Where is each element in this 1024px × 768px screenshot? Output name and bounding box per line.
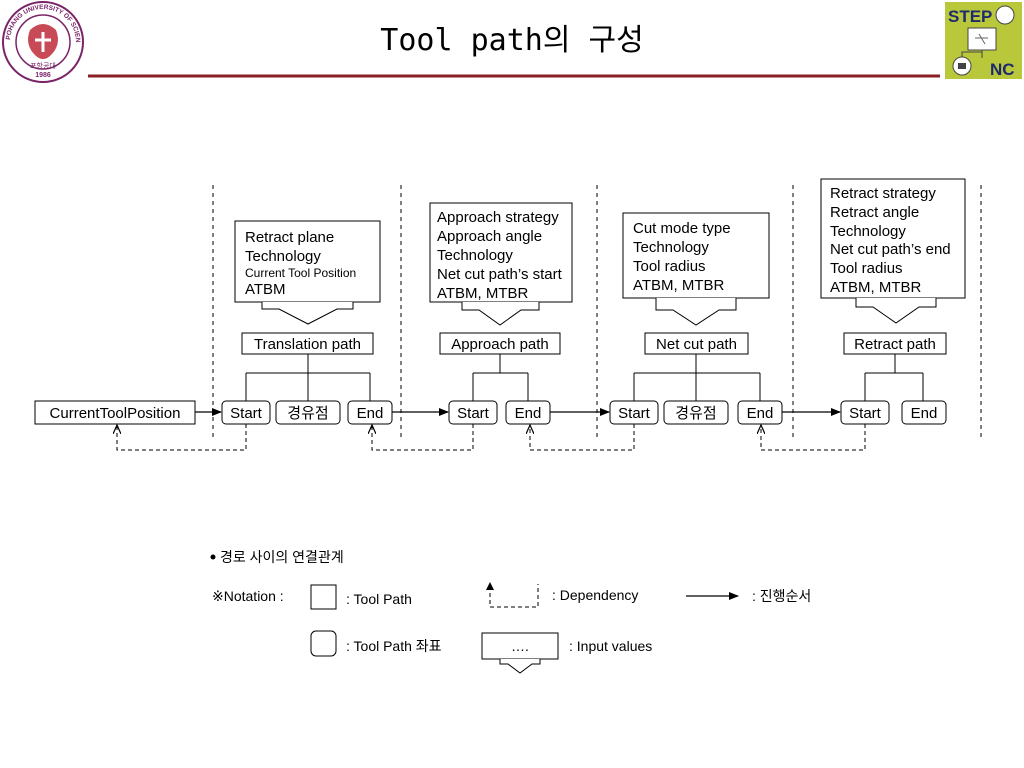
svg-text:Approach strategy: Approach strategy xyxy=(437,209,559,226)
svg-text:End: End xyxy=(357,405,384,422)
legend-heading: 경로 사이의 연결관계 xyxy=(220,549,344,565)
svg-text:End: End xyxy=(515,405,542,422)
svg-text:Retract plane: Retract plane xyxy=(245,229,334,246)
svg-text:포항공대: 포항공대 xyxy=(30,61,56,70)
node-end-net-cut: End xyxy=(737,400,783,425)
path-box-net-cut: Net cut path xyxy=(644,332,749,355)
node-start-translation: Start xyxy=(221,400,271,425)
path-box-translation: Translation path xyxy=(241,332,374,355)
svg-text:Retract path: Retract path xyxy=(854,336,936,353)
svg-text:Start: Start xyxy=(230,405,263,422)
svg-text:Tool radius: Tool radius xyxy=(830,260,903,277)
svg-text:Cut mode type: Cut mode type xyxy=(633,220,731,237)
input-box-translation: Retract plane Technology Current Tool Po… xyxy=(234,220,381,325)
svg-text:Retract angle: Retract angle xyxy=(830,204,919,221)
svg-text:Translation path: Translation path xyxy=(254,336,361,353)
svg-text:CurrentToolPosition: CurrentToolPosition xyxy=(50,405,181,422)
input-values-symbol xyxy=(481,632,559,660)
svg-text:ATBM, MTBR: ATBM, MTBR xyxy=(830,279,922,296)
svg-text:ATBM, MTBR: ATBM, MTBR xyxy=(633,277,725,294)
svg-text:Net cut path’s start: Net cut path’s start xyxy=(437,266,563,283)
svg-text:….: …. xyxy=(511,638,529,654)
input-box-net-cut: Cut mode type Technology Tool radius ATB… xyxy=(622,212,770,326)
node-via-net-cut: 경유점 xyxy=(663,400,729,425)
notation-label: ※Notation : xyxy=(212,588,284,604)
svg-text:Net cut path: Net cut path xyxy=(656,336,737,353)
node-start-net-cut: Start xyxy=(609,400,659,425)
tree-connectors xyxy=(245,354,924,402)
tool-path-symbol xyxy=(310,584,337,610)
svg-text:Approach angle: Approach angle xyxy=(437,228,542,245)
step-nc-logo: STEP NC xyxy=(945,2,1022,79)
node-start-retract: Start xyxy=(840,400,890,425)
svg-text:End: End xyxy=(911,405,938,422)
svg-text:Net cut path’s end: Net cut path’s end xyxy=(830,241,951,258)
dependency-arrows xyxy=(117,424,866,451)
current-tool-position-box: CurrentToolPosition xyxy=(34,400,196,425)
svg-text:Technology: Technology xyxy=(830,223,906,240)
legend: 경로 사이의 연결관계 ※Notation : : Tool Path : De… xyxy=(210,549,811,674)
svg-text:Technology: Technology xyxy=(437,247,513,264)
page-title: Tool path의 구성 xyxy=(380,23,643,58)
svg-text:: Input values: : Input values xyxy=(569,638,652,654)
svg-text:Start: Start xyxy=(618,405,651,422)
svg-text:Start: Start xyxy=(457,405,490,422)
svg-text:Technology: Technology xyxy=(633,239,709,256)
node-via-translation: 경유점 xyxy=(275,400,341,425)
bullet-icon xyxy=(210,554,216,560)
svg-text:ATBM, MTBR: ATBM, MTBR xyxy=(437,285,529,302)
svg-text:ATBM: ATBM xyxy=(245,281,286,298)
tool-path-coord-symbol xyxy=(310,630,337,657)
svg-text:경유점: 경유점 xyxy=(287,405,328,422)
university-logo: POHANG UNIVERSITY OF SCIENCE AND TECHNOL… xyxy=(0,0,84,83)
section-separators xyxy=(212,185,982,437)
svg-text:: Tool Path 좌표: : Tool Path 좌표 xyxy=(346,638,442,654)
node-end-retract: End xyxy=(901,400,947,425)
svg-text:: Tool Path: : Tool Path xyxy=(346,591,412,607)
svg-text:End: End xyxy=(747,405,774,422)
svg-text:Approach path: Approach path xyxy=(451,336,549,353)
svg-text:STEP: STEP xyxy=(948,7,992,26)
svg-text:Retract strategy: Retract strategy xyxy=(830,185,936,202)
svg-text:경유점: 경유점 xyxy=(675,405,716,422)
svg-text:Start: Start xyxy=(849,405,882,422)
node-start-approach: Start xyxy=(448,400,498,425)
svg-text:NC: NC xyxy=(990,60,1015,79)
input-box-approach: Approach strategy Approach angle Technol… xyxy=(429,202,573,326)
path-box-approach: Approach path xyxy=(439,332,561,355)
svg-text:: 진행순서: : 진행순서 xyxy=(752,588,811,604)
svg-text:Current Tool Position: Current Tool Position xyxy=(245,266,356,280)
dependency-symbol xyxy=(489,584,539,608)
node-end-translation: End xyxy=(347,400,393,425)
svg-text:1986: 1986 xyxy=(35,72,51,79)
svg-text:Tool radius: Tool radius xyxy=(633,258,706,275)
svg-text:Technology: Technology xyxy=(245,248,321,265)
path-box-retract: Retract path xyxy=(843,332,947,355)
node-end-approach: End xyxy=(505,400,551,425)
svg-text:: Dependency: : Dependency xyxy=(552,587,638,603)
input-box-retract: Retract strategy Retract angle Technolog… xyxy=(820,178,966,324)
